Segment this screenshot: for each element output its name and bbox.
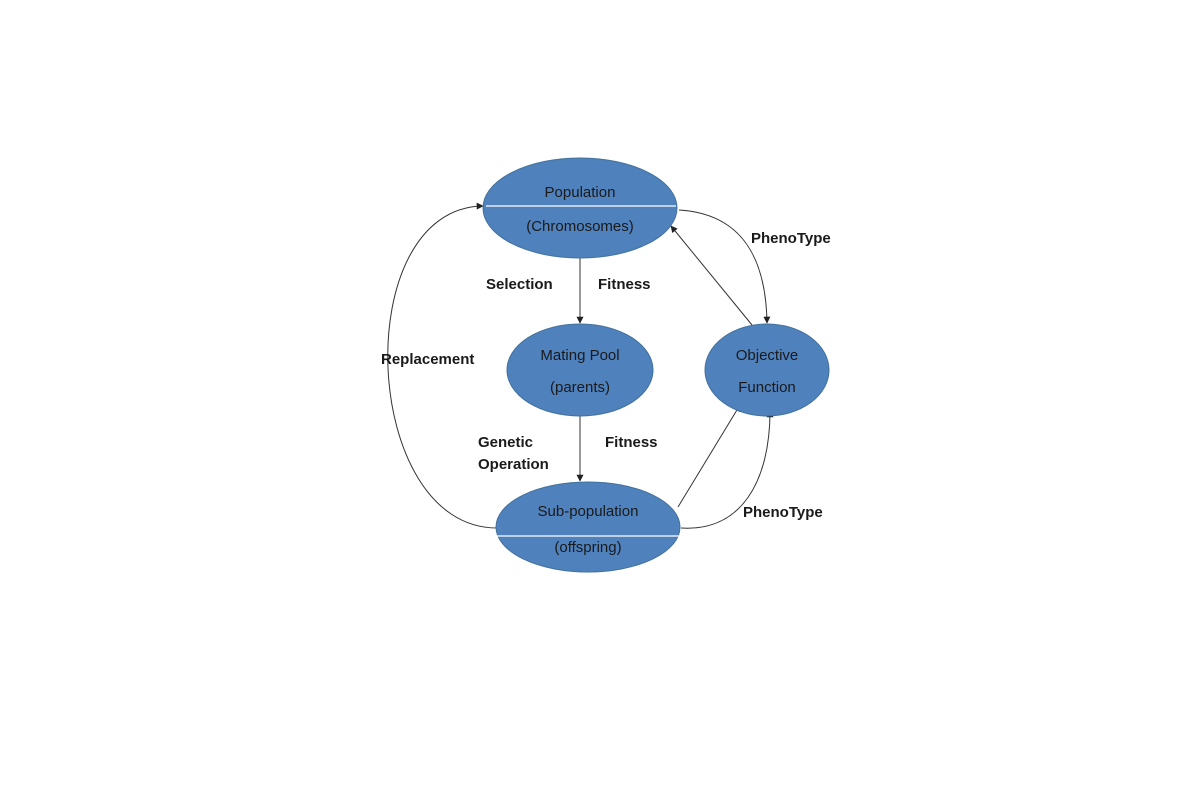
node-sub-population: Sub-population (offspring) [495, 481, 681, 573]
node-objective-function: Objective Function [704, 323, 830, 417]
edge-sub-population-to-objective [677, 404, 741, 508]
node-sub-population-title: Sub-population [538, 503, 639, 520]
node-population-subtitle: (Chromosomes) [526, 218, 634, 235]
node-mating-pool-subtitle: (parents) [550, 379, 610, 396]
edge-phenotype-top [678, 209, 771, 324]
label-genetic-operation-line1: Genetic [478, 434, 533, 451]
node-population-title: Population [545, 184, 616, 201]
node-mating-pool-title: Mating Pool [540, 347, 619, 364]
edge-phenotype-bottom [680, 410, 774, 529]
label-replacement: Replacement [381, 351, 474, 368]
label-fitness-top: Fitness [598, 276, 651, 293]
edge-objective-to-population [670, 225, 753, 326]
label-selection: Selection [486, 276, 553, 293]
node-population: Population (Chromosomes) [482, 157, 678, 259]
node-objective-function-subtitle: Function [738, 379, 796, 396]
label-phenotype-bottom: PhenoType [743, 504, 823, 521]
node-sub-population-subtitle: (offspring) [554, 539, 621, 556]
label-fitness-bottom: Fitness [605, 434, 658, 451]
label-phenotype-top: PhenoType [751, 230, 831, 247]
node-mating-pool: Mating Pool (parents) [506, 323, 654, 417]
node-objective-function-title: Objective [736, 347, 799, 364]
label-genetic-operation-line2: Operation [478, 456, 549, 473]
